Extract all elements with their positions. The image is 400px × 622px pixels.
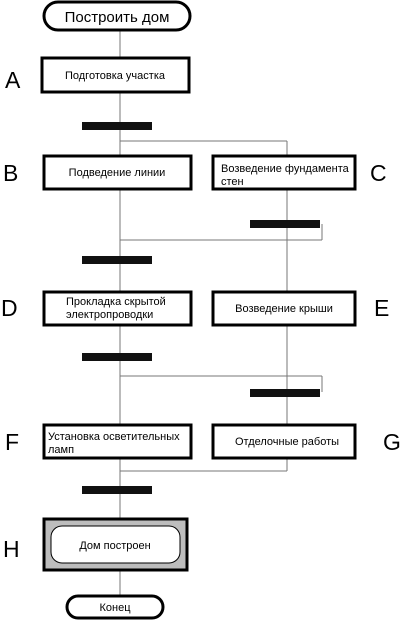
step-d-label-line2: электропроводки (66, 309, 153, 321)
step-b-label: Подведение линии (69, 167, 166, 179)
step-letters: A B C D E F G H (1, 67, 400, 562)
step-h-label: Дом построен (79, 540, 150, 552)
sync-bar (250, 220, 320, 228)
sync-bar (82, 353, 152, 361)
step-c-box: Возведение фундамента стен (211, 154, 357, 191)
letter-g: G (383, 429, 400, 455)
step-a-label: Подготовка участка (65, 70, 166, 82)
end-node-label: Конец (99, 602, 131, 614)
step-g-box: Отделочные работы (211, 423, 357, 460)
sync-bar (82, 256, 152, 264)
sync-bar (82, 486, 152, 494)
step-d-label-line1: Прокладка скрытой (66, 296, 166, 308)
letter-a: A (5, 67, 21, 93)
end-node: Конец (65, 594, 165, 620)
start-node: Построить дом (42, 0, 192, 32)
step-h-box: Дом построен (42, 517, 189, 572)
step-f-box: Установка осветительных ламп (42, 423, 193, 460)
step-a-box: Подготовка участка (40, 56, 191, 94)
step-g-label: Отделочные работы (235, 436, 339, 448)
sync-bar (82, 122, 152, 130)
start-node-label: Построить дом (65, 9, 170, 26)
step-f-label-line2: ламп (48, 444, 74, 456)
step-c-label-line1: Возведение фундамента (221, 163, 350, 175)
step-e-box: Возведение крыши (211, 290, 357, 327)
letter-e: E (374, 295, 389, 321)
sync-bars (82, 122, 320, 494)
step-e-label: Возведение крыши (235, 303, 333, 315)
letter-f: F (5, 429, 19, 455)
step-f-label-line1: Установка осветительных (48, 431, 180, 443)
step-b-box: Подведение линии (42, 154, 193, 191)
letter-b: B (3, 160, 18, 186)
sync-bar (250, 389, 320, 397)
step-c-label-line2: стен (221, 176, 244, 188)
letter-h: H (3, 536, 20, 562)
step-d-box: Прокладка скрытой электропроводки (42, 290, 193, 327)
letter-c: C (370, 160, 387, 186)
letter-d: D (1, 295, 18, 321)
